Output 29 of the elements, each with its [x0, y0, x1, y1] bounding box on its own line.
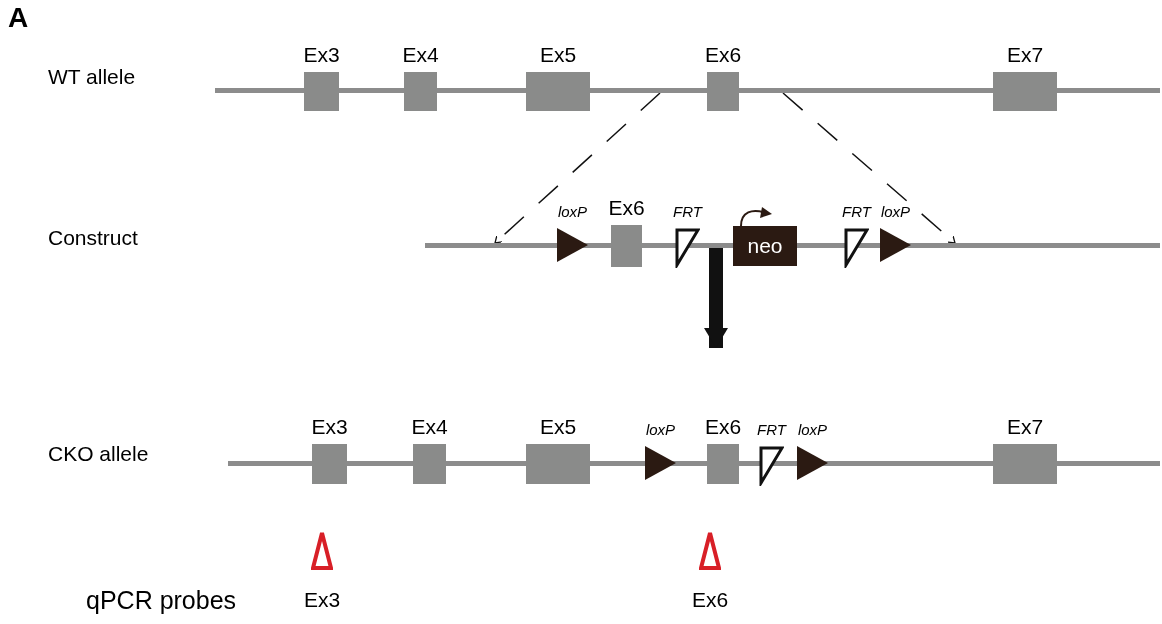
exon-label: Ex5: [539, 416, 577, 437]
exon-label: Ex4: [402, 44, 439, 65]
exon-label: Ex6: [608, 197, 645, 218]
exon-label: Ex3: [303, 44, 340, 65]
row-label: Construct: [48, 227, 138, 248]
row-label: CKO allele: [48, 443, 149, 464]
exon-label: Ex7: [1006, 44, 1044, 65]
probe-label: Ex3: [303, 589, 341, 610]
probe-label: Ex6: [691, 589, 729, 610]
exon-label: Ex4: [411, 416, 448, 437]
thick-arrow: [704, 248, 728, 348]
panel-letter: A: [8, 4, 29, 32]
exon-label: Ex6: [704, 416, 742, 437]
site-label: loxP: [797, 422, 828, 437]
site-label: FRT: [842, 204, 871, 219]
site-label: loxP: [880, 204, 911, 219]
dashed-arrow: [494, 92, 661, 244]
site-label: loxP: [645, 422, 676, 437]
dashed-arrow: [782, 92, 956, 244]
exon-label: Ex7: [1006, 416, 1044, 437]
row-label: WT allele: [48, 66, 136, 87]
exon-label: Ex5: [539, 44, 577, 65]
cassette-box: neo: [733, 226, 797, 266]
site-label: loxP: [557, 204, 588, 219]
exon-label: Ex6: [704, 44, 742, 65]
exon-label: Ex3: [311, 416, 348, 437]
site-label: FRT: [673, 204, 702, 219]
site-label: FRT: [757, 422, 786, 437]
row-label: qPCR probes: [86, 588, 237, 613]
